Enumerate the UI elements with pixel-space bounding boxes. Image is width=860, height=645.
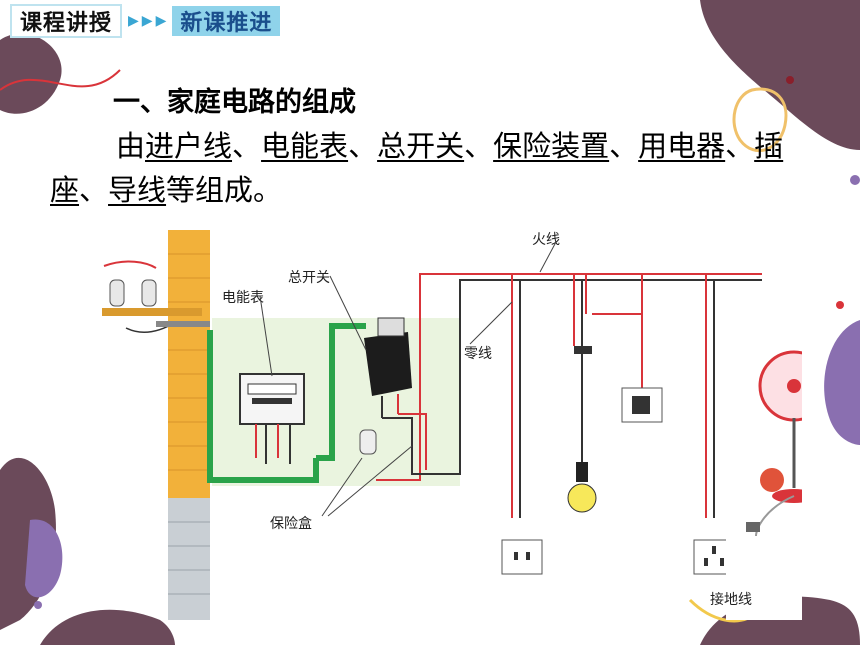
item-meter: 电能表 (261, 129, 349, 163)
main-switch (364, 317, 412, 418)
red-curve (0, 69, 121, 91)
play-arrow-icon: ▶ (128, 13, 139, 29)
right-purple-blob (824, 320, 860, 445)
top-right-blob (700, 0, 860, 150)
household-circuit-diagram: 火线 总开关 电能表 零线 保险盒 接地线 (102, 230, 802, 620)
left-purple-blob (25, 519, 63, 598)
separator: 、 (609, 129, 639, 163)
play-arrow-icon: ▶ (141, 13, 153, 29)
item-appliance: 用电器 (638, 129, 726, 163)
item-socket: 插座 (50, 129, 784, 207)
electric-fan (726, 350, 802, 620)
separator: 、 (725, 129, 755, 163)
para-suffix: 等组成。 (166, 173, 283, 207)
label-neutral-wire: 零线 (464, 346, 492, 362)
para-prefix: 由 (116, 129, 146, 163)
item-protection: 保险装置 (493, 129, 610, 163)
separator: 、 (232, 129, 262, 163)
label-meter: 电能表 (222, 290, 264, 306)
composition-paragraph: 由进户线、电能表、总开关、保险装置、用电器、插座、导线等组成。 (50, 124, 790, 212)
page-title: 一、家庭电路的组成 (113, 87, 356, 118)
separator: 、 (79, 173, 109, 207)
label-main-switch: 总开关 (288, 270, 330, 286)
top-left-blob (0, 33, 62, 114)
light-bulb (567, 346, 597, 513)
wall-switch (621, 387, 663, 423)
separator: 、 (348, 129, 378, 163)
brick-wall (168, 230, 210, 620)
separator: 、 (464, 129, 494, 163)
sub-label: 新课推进 (172, 6, 281, 36)
right-circle-outline (732, 87, 788, 153)
item-wire: 导线 (108, 173, 167, 207)
bottom-left-blob (40, 609, 175, 645)
item-main-switch: 总开关 (377, 129, 465, 163)
insulator-bracket (102, 260, 202, 333)
section-label: 课程讲授 (10, 4, 123, 38)
fuse-box (359, 429, 377, 455)
item-incoming-line: 进户线 (145, 129, 233, 163)
arrow-icons: ▶ ▶ ▶ (128, 13, 166, 29)
section-header: 课程讲授 ▶ ▶ ▶ 新课推进 (10, 4, 281, 38)
branch-wires (511, 274, 715, 518)
label-ground-wire: 接地线 (710, 591, 752, 608)
play-arrow-icon: ▶ (155, 13, 167, 29)
label-live-wire: 火线 (532, 232, 560, 248)
socket-two-pin (501, 539, 543, 575)
label-fuse-box: 保险盒 (270, 515, 312, 532)
